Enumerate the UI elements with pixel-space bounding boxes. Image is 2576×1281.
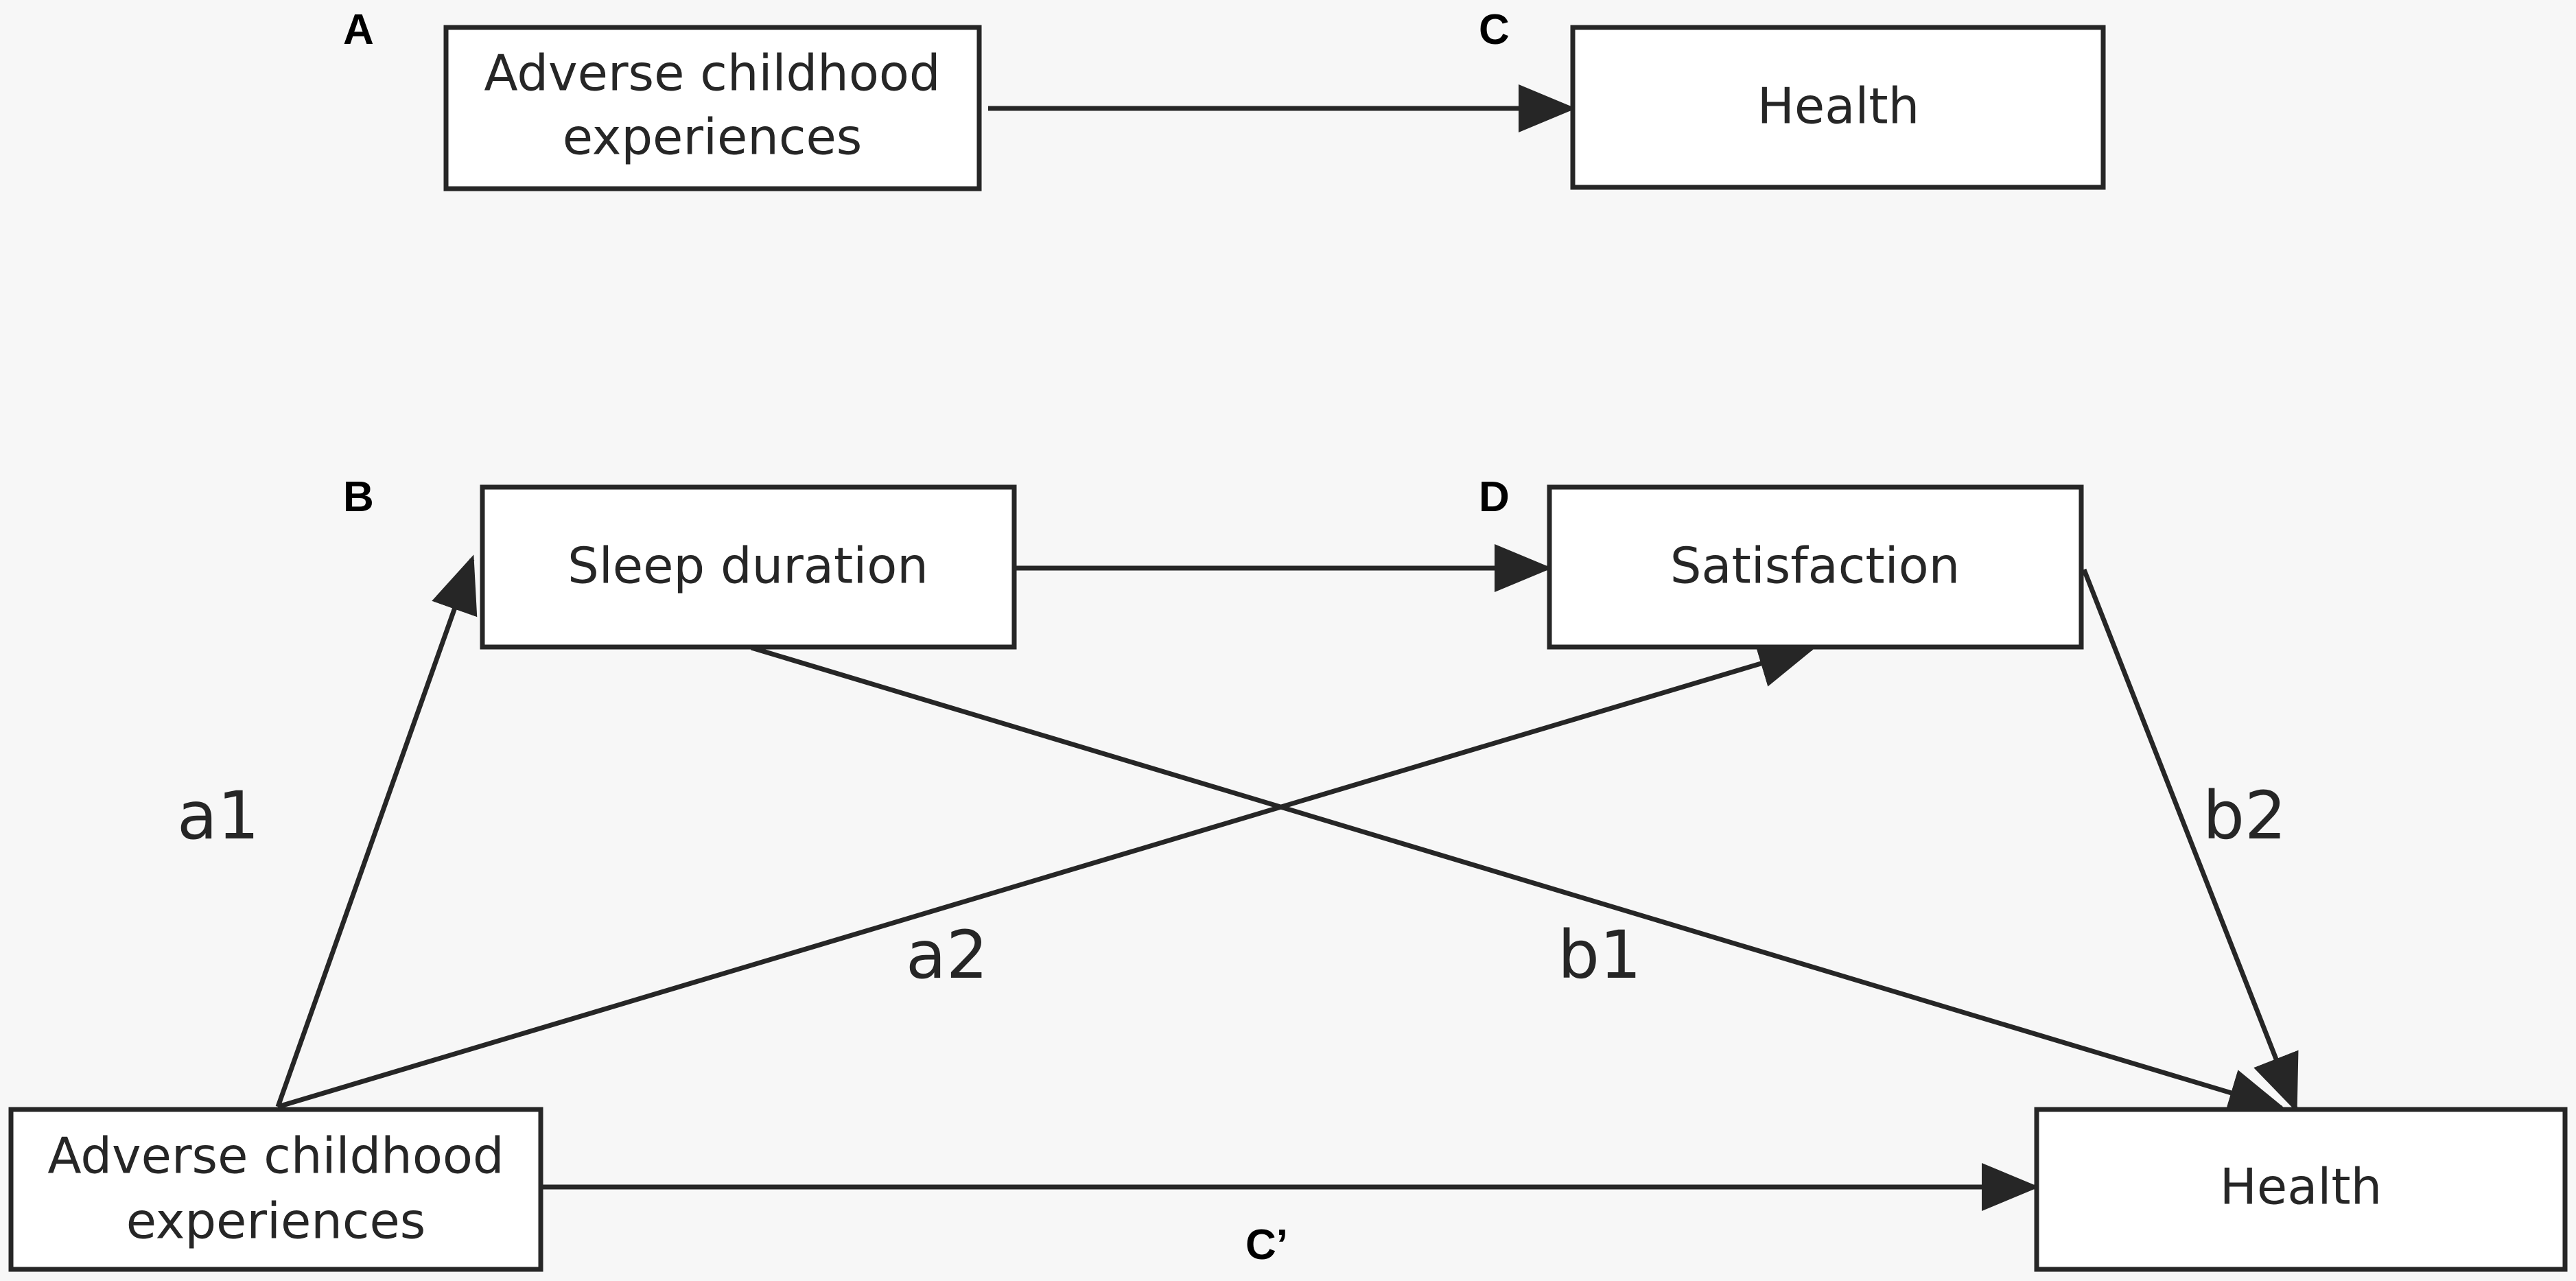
path-label-b1: b1 [1558,917,1641,994]
node-health-top-text: Health [1757,78,1919,135]
edges [275,84,2299,1211]
node-health-top: Health [1570,25,2106,190]
node-ace-top-line2: experiences [563,108,863,166]
panel-label-b: B [343,473,374,521]
node-ace-bottom: Adverse childhood experiences [8,1107,543,1272]
node-satisfaction-text: Satisfaction [1670,537,1960,595]
edge-a2 [277,640,1816,1109]
path-label-b2: b2 [2203,777,2286,854]
panel-label-a: A [343,6,374,54]
node-health-bottom-text: Health [2220,1158,2382,1216]
node-ace-bottom-line2: experiences [126,1192,426,1250]
path-label-c-prime: C’ [1245,1221,1288,1269]
node-health-bottom: Health [2034,1107,2568,1272]
node-satisfaction: Satisfaction [1547,484,2084,650]
node-ace-top: Adverse childhood experiences [443,25,982,191]
edge-b1 [750,645,2286,1116]
path-label-a1: a1 [177,777,259,854]
node-sleep-duration: Sleep duration [480,484,1017,650]
path-label-a2: a2 [906,917,988,994]
node-sleep-duration-text: Sleep duration [567,537,928,595]
edge-a1 [275,554,478,1108]
edge-b2 [2081,568,2299,1113]
panel-label-d: D [1479,473,1510,521]
panel-label-c: C [1479,6,1510,54]
node-ace-top-line1: Adverse childhood [484,45,940,102]
node-ace-bottom-line1: Adverse childhood [47,1127,504,1185]
